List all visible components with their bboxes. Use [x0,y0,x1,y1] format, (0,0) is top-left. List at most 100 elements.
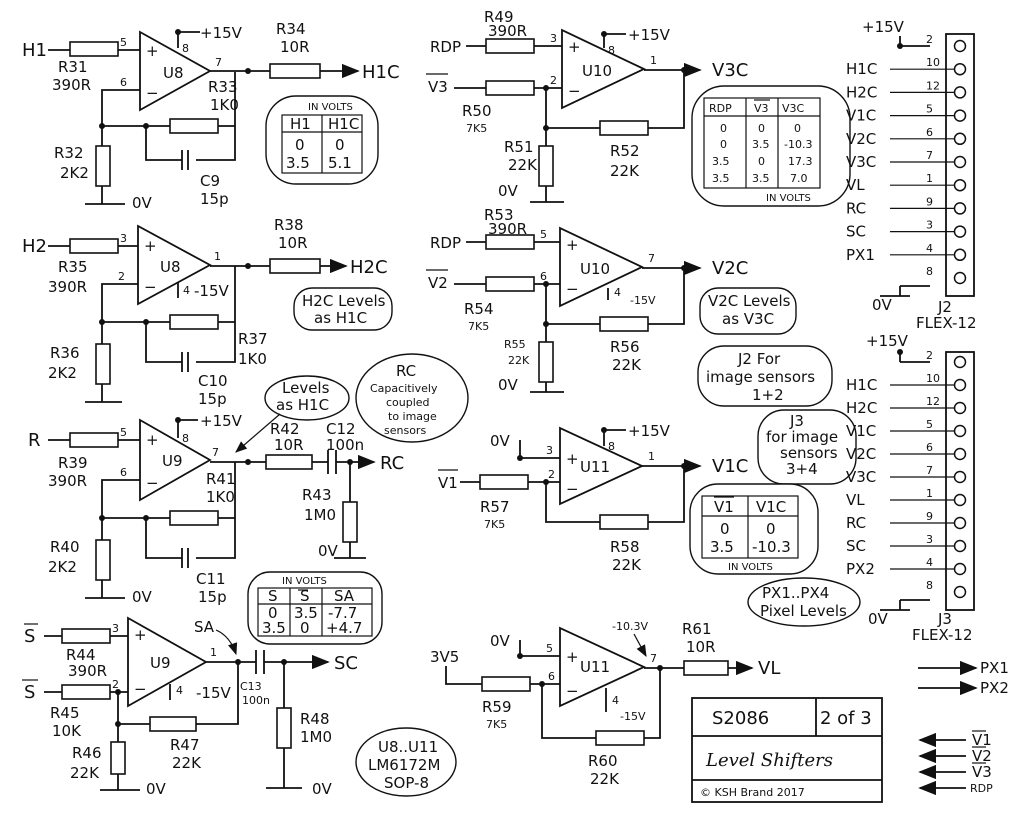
r52-value: 22K [610,162,640,180]
c12-capacitor [327,450,337,474]
svg-text:V3: V3 [754,102,769,115]
r34-ref: R34 [276,20,306,38]
r35-value: 390R [48,278,87,296]
c11-value: 15p [198,588,227,606]
svg-text:-10.3: -10.3 [784,138,812,151]
c11-capacitor [181,548,189,568]
j2-body [945,33,975,297]
svg-text:Levels: Levels [282,379,330,397]
u8a-ic-ref: U8 [163,64,184,82]
j3-pin-number: 3 [926,533,933,546]
r54-value: 7K5 [468,320,489,333]
svg-text:IN VOLTS: IN VOLTS [308,102,353,113]
svg-text:0: 0 [758,122,765,135]
j2-usage-note [697,345,833,407]
svg-text:as H1C: as H1C [276,396,329,414]
r38-ref: R38 [274,216,304,234]
r50-resistor [485,80,535,96]
vl-output-label: VL [758,658,780,679]
j2-pin-2: 2 [926,33,967,53]
svg-text:0V: 0V [312,780,333,798]
j3-pin-contact [953,539,967,553]
j2-ref: J2 [937,298,952,316]
j3-type: FLEX-12 [912,626,973,644]
r32-ref: R32 [54,144,84,162]
j3-pin-number: 8 [926,579,933,592]
j2-pin-contact [953,132,967,146]
r45-resistor [61,684,111,700]
svg-text:for image: for image [766,428,838,446]
r39-resistor [69,432,119,448]
v1c-output-label: V1C [712,456,748,477]
svg-text:−: − [146,474,159,492]
j2-pin-number: 5 [926,103,933,116]
r32-resistor [95,145,111,187]
r38-value: 10R [278,234,308,252]
r56-ref: R56 [610,338,640,356]
u10b-stage: RDP 5 R53 390R V2 6 R54 7K5 + − U10 4 -1… [426,206,797,394]
svg-text:7: 7 [212,446,219,459]
r56-resistor [599,316,649,332]
j3-usage-note [757,409,857,485]
svg-text:IN VOLTS: IN VOLTS [282,576,327,587]
svg-text:0V: 0V [318,542,339,560]
pixel-levels-note [747,577,861,627]
r40-value: 2K2 [48,558,77,576]
u10b-supply: -15V [630,294,656,307]
j2-pin-number: 8 [926,265,933,278]
levels-as-h1c-note [264,375,350,421]
r48-resistor [276,707,292,749]
svg-text:7.0: 7.0 [790,172,808,185]
svg-text:2: 2 [112,678,119,691]
svg-text:as H1C: as H1C [314,309,367,327]
svg-text:3.5: 3.5 [262,619,286,637]
svg-text:sensors: sensors [384,424,426,437]
v2-offsheet-label: V2 [972,747,992,765]
c11-ref: C11 [196,570,226,588]
svg-text:0: 0 [720,520,730,538]
svg-text:3+4: 3+4 [786,460,818,478]
svg-text:17.3: 17.3 [788,155,813,168]
svg-text:J2 For: J2 For [737,350,781,368]
svg-text:1: 1 [210,646,217,659]
j3-pin-number: 12 [926,395,940,408]
svg-text:6: 6 [548,670,555,683]
r54-ref: R54 [464,300,494,318]
j2-pin-number: 6 [926,126,933,139]
svg-text:1: 1 [650,54,657,67]
j2-pin-contact [953,202,967,215]
svg-text:H1: H1 [290,115,311,133]
j3-supply-label: +15V [866,332,909,350]
v1-offsheet-label: V1 [972,731,992,749]
r43-value: 1M0 [304,506,336,524]
c12-value: 100n [326,436,364,454]
r58-ref: R58 [610,538,640,556]
r51-ref: R51 [504,138,534,156]
u8a-supply: +15V [200,24,243,42]
u9b-supply: -15V [196,684,231,702]
r46-ref: R46 [72,744,102,762]
j2-pin-number: 7 [926,149,933,162]
svg-text:+: + [566,450,579,468]
v3-levels-table: RDP V3 V3C 0 0 0 0 3.5 -10.3 3.5 0 17.3 … [703,97,821,189]
v2c-output-label: V2C [712,258,748,279]
svg-text:5: 5 [120,426,127,439]
u8b-stage: H2 3 R35 390R + − U8 4 -15V 2 R36 2K2 C1… [22,216,393,408]
svg-text:5: 5 [120,36,127,49]
svg-text:−: − [566,480,579,498]
u8b-supply: -15V [194,282,229,300]
c13-capacitor [255,650,265,674]
svg-text:J3: J3 [789,412,804,430]
j3-pin-signal: VL [846,491,865,509]
svg-text:3.5: 3.5 [712,155,730,168]
r36-value: 2K2 [48,364,77,382]
j3-pin-number: 10 [926,372,940,385]
c9-ref: C9 [200,172,220,190]
svg-text:−: − [144,278,157,296]
j3-pin-contact [953,401,967,415]
